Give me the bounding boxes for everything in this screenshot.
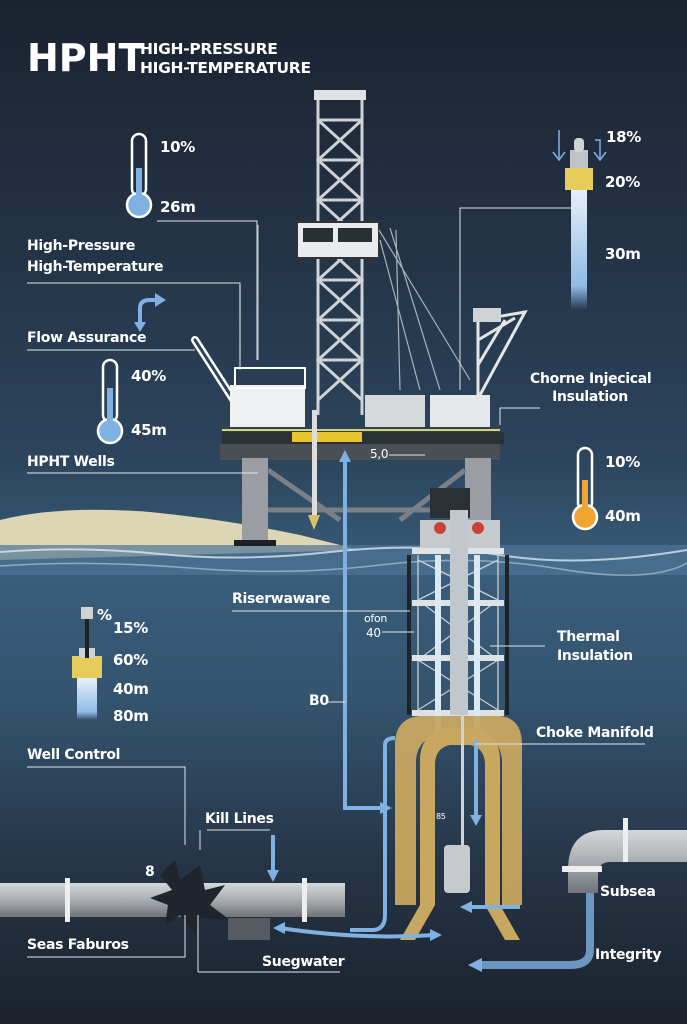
probe-left-v0: % — [97, 606, 112, 624]
thermometer-top-left — [125, 132, 153, 219]
label-high-pressure: High-Pressure — [27, 238, 136, 254]
label-hpht-wells: HPHT Wells — [27, 454, 115, 470]
curved-arrow-icon — [138, 298, 158, 325]
thermo-top-left-top: 10% — [160, 138, 196, 156]
thermo-mid-left-bottom: 45m — [131, 421, 167, 439]
label-riserwaware: Riserwaware — [232, 591, 331, 607]
platform-value: 5,0 — [370, 447, 389, 461]
label-well-control: Well Control — [27, 747, 121, 763]
thermometer-right — [571, 446, 599, 531]
label-chorne-injecical: Chorne Injecical — [530, 371, 652, 387]
subtitle-line1: HIGH-PRESSURE — [140, 40, 278, 58]
label-ofon: ofon — [364, 612, 388, 625]
thermo-mid-left-top: 40% — [131, 367, 167, 385]
probe-right-v3: 30m — [605, 245, 641, 263]
probe-left-v4: 80m — [113, 707, 149, 725]
casing-u — [400, 728, 520, 940]
label-flow-assurance: Flow Assurance — [27, 330, 147, 346]
leader-lines — [27, 207, 645, 973]
thermo-right-bottom: 40m — [605, 507, 641, 525]
probe-left — [72, 607, 102, 720]
probe-right-v2: 20% — [605, 173, 641, 191]
probe-right — [552, 130, 607, 310]
flow-arrows — [271, 455, 594, 969]
label-chorne-insulation: Insulation — [552, 389, 628, 405]
label-seas-faburos: Seas Faburos — [27, 937, 129, 953]
drilling-platform — [191, 90, 528, 546]
label-choke-manifold: Choke Manifold — [536, 725, 654, 741]
label-high-temperature: High-Temperature — [27, 259, 164, 275]
probe-left-v2: 60% — [113, 651, 149, 669]
probe-right-v1: 18% — [606, 128, 642, 146]
page-title: HPHT — [27, 36, 145, 80]
label-suegwater: Suegwater — [262, 954, 345, 970]
label-kill-lines: Kill Lines — [205, 811, 274, 827]
thermometer-mid-left — [96, 358, 124, 445]
label-integrity: Integrity — [595, 947, 662, 963]
probe-left-v1: 15% — [113, 619, 149, 637]
label-ofon-value: 40 — [366, 626, 381, 640]
thermo-top-left-bottom: 26m — [160, 198, 196, 216]
label-b0: B0 — [309, 693, 329, 709]
marker-85: 85 — [436, 812, 446, 821]
marker-8: 8 — [145, 864, 155, 880]
probe-left-v3: 40m — [113, 680, 149, 698]
thermo-right-top: 10% — [605, 453, 641, 471]
bop-tool — [444, 845, 470, 893]
pipeline-right — [562, 818, 687, 893]
pipeline-left — [0, 860, 345, 940]
label-thermal-insulation: Insulation — [557, 648, 633, 664]
rupture — [150, 860, 230, 935]
riser-structure — [407, 488, 509, 735]
label-subsea: Subsea — [600, 884, 656, 900]
label-thermal: Thermal — [557, 629, 620, 645]
subtitle-line2: HIGH-TEMPERATURE — [140, 59, 311, 77]
